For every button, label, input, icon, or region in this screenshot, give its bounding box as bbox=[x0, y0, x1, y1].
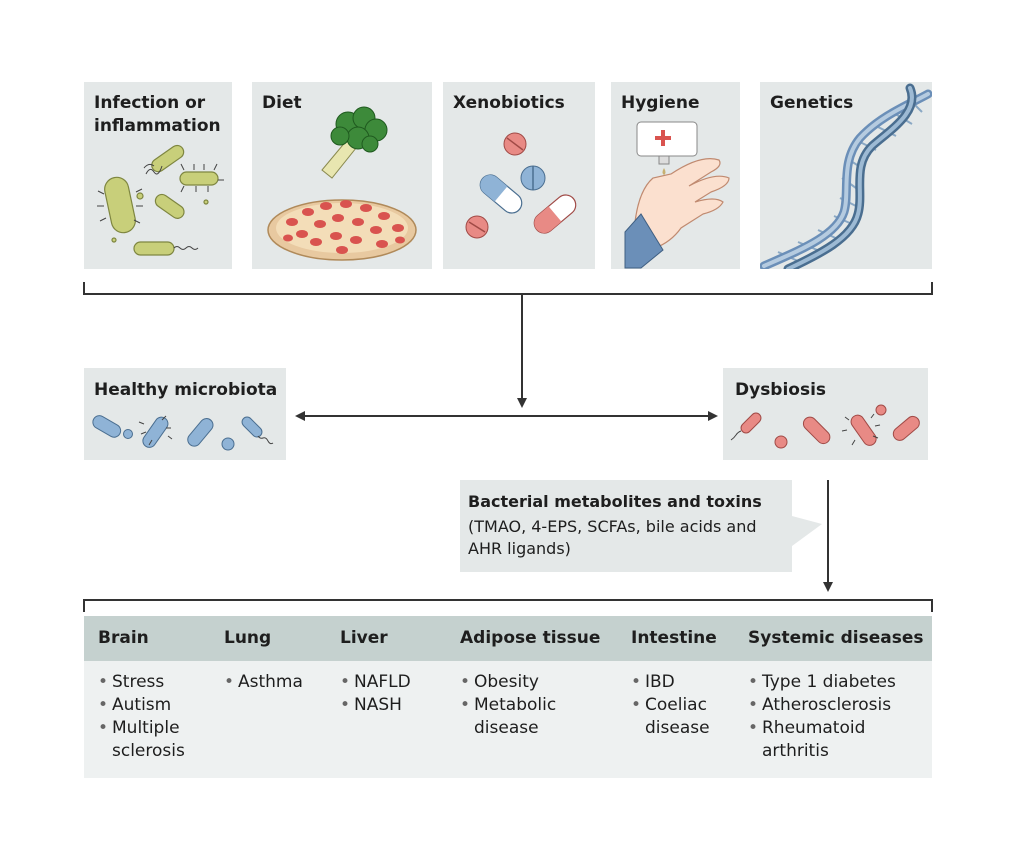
dysbiosis-panel: Dysbiosis bbox=[723, 368, 928, 460]
disease-list: Asthma bbox=[224, 671, 303, 694]
healthy-bacteria-icon bbox=[92, 415, 274, 451]
broccoli-pizza-icon bbox=[267, 106, 417, 261]
metabolites-title: Bacterial metabolites and toxins bbox=[468, 492, 762, 511]
dysbiosis-bacteria-icon bbox=[730, 404, 920, 449]
list-item: NAFLD bbox=[340, 671, 411, 694]
hand-sanitizer-icon bbox=[624, 121, 730, 269]
healthy-microbiota-label: Healthy microbiota bbox=[94, 380, 278, 400]
diseases-bracket bbox=[83, 599, 933, 612]
factor-panel-xenobiotics: Xenobiotics bbox=[443, 82, 595, 269]
diseases-table-header bbox=[84, 616, 932, 661]
column-header: Systemic diseases bbox=[748, 628, 924, 648]
list-item: Autism bbox=[98, 694, 212, 717]
disease-list: NAFLD NASH bbox=[340, 671, 411, 717]
factor-title: Genetics bbox=[770, 93, 854, 113]
column-header: Lung bbox=[224, 628, 272, 648]
factor-panel-diet: Diet bbox=[252, 82, 432, 269]
list-item: IBD bbox=[631, 671, 710, 694]
factor-title: Diet bbox=[262, 93, 302, 113]
column-header: Intestine bbox=[631, 628, 717, 648]
factor-title: Xenobiotics bbox=[453, 93, 565, 113]
list-item: Stress bbox=[98, 671, 212, 694]
list-item: Obesity bbox=[460, 671, 556, 694]
column-header: Liver bbox=[340, 628, 388, 648]
list-item: Atherosclerosis bbox=[748, 694, 896, 717]
pills-icon bbox=[465, 132, 577, 239]
factors-bracket bbox=[83, 282, 933, 295]
factor-panel-genetics: Genetics bbox=[760, 82, 932, 269]
factor-panel-hygiene: Hygiene bbox=[611, 82, 740, 269]
column-header: Adipose tissue bbox=[460, 628, 601, 648]
factor-panel-infection: Infection or inflammation bbox=[84, 82, 232, 269]
factor-title: Hygiene bbox=[621, 93, 700, 113]
healthy-microbiota-panel: Healthy microbiota bbox=[84, 368, 286, 460]
column-header: Brain bbox=[98, 628, 149, 648]
callout-pointer bbox=[792, 516, 822, 546]
dysbiosis-label: Dysbiosis bbox=[735, 380, 827, 400]
list-item: NASH bbox=[340, 694, 411, 717]
bacteria-icon bbox=[97, 144, 224, 256]
list-item: Asthma bbox=[224, 671, 303, 694]
metabolites-callout: Bacterial metabolites and toxins (TMAO, … bbox=[460, 480, 822, 572]
dna-icon bbox=[760, 83, 932, 269]
factor-title: Infection or inflammation bbox=[94, 93, 221, 136]
list-item: Type 1 diabetes bbox=[748, 671, 896, 694]
metabolites-subtitle: (TMAO, 4-EPS, SCFAs, bile acids and AHR … bbox=[468, 517, 757, 558]
disease-list: Type 1 diabetes Atherosclerosis Rheumato… bbox=[748, 671, 896, 763]
